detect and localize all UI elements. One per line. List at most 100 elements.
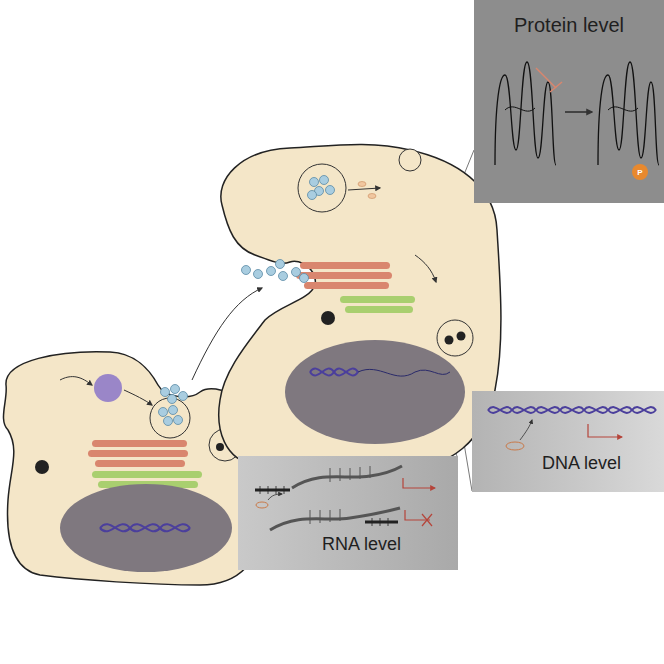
svg-path — [358, 369, 450, 376]
svg-ellipse — [506, 442, 524, 450]
svg-path — [403, 478, 435, 488]
svg-line — [260, 486, 261, 494]
svg-line — [388, 518, 389, 526]
svg-line — [422, 514, 432, 526]
svg-line — [370, 466, 371, 478]
svg-g — [159, 385, 188, 426]
svg-path — [100, 524, 190, 531]
svg-line — [330, 510, 331, 522]
svg-line — [422, 514, 432, 526]
svg-circle — [300, 274, 309, 283]
svg-path — [488, 407, 656, 413]
svg-circle — [298, 164, 346, 212]
svg-line — [340, 468, 341, 481]
svg-path — [520, 420, 532, 440]
recipient-cell — [219, 144, 501, 468]
svg-ellipse — [368, 194, 376, 199]
svg-path — [348, 188, 380, 190]
svg-rect — [472, 391, 664, 492]
svg-path — [598, 62, 659, 165]
svg-line — [380, 518, 381, 526]
svg-circle — [437, 320, 473, 356]
rna-level-panel: RNA level — [238, 456, 458, 570]
svg-circle — [399, 149, 421, 171]
svg-circle — [242, 266, 251, 275]
exosomes — [242, 260, 288, 281]
svg-line — [565, 111, 592, 112]
svg-path — [219, 144, 501, 468]
phospho-label: P — [637, 168, 642, 177]
svg-g — [330, 466, 370, 482]
svg-circle — [445, 336, 454, 345]
svg-circle — [308, 191, 317, 200]
svg-path — [270, 508, 400, 530]
svg-circle — [276, 260, 285, 269]
panel-title: DNA level — [542, 453, 621, 474]
svg-line — [284, 486, 285, 494]
svg-rect — [92, 471, 202, 478]
svg-circle — [169, 406, 178, 415]
dna-panel — [472, 391, 664, 492]
svg-rect — [345, 306, 413, 313]
svg-path — [505, 107, 535, 111]
svg-path — [415, 255, 436, 282]
svg-rect — [296, 272, 392, 279]
svg-circle — [161, 388, 170, 397]
svg-ellipse — [358, 182, 366, 187]
svg-circle — [171, 385, 180, 394]
svg-circle — [150, 398, 190, 438]
protein-level-panel: Protein level — [474, 0, 664, 203]
svg-line — [365, 521, 398, 524]
svg-line — [372, 518, 373, 526]
svg-line — [320, 510, 321, 523]
svg-g — [372, 518, 388, 526]
svg-path — [310, 369, 358, 376]
svg-g — [310, 509, 340, 524]
panel-title: Protein level — [514, 14, 624, 37]
svg-ellipse — [285, 340, 465, 444]
svg-line — [350, 468, 351, 480]
svg-g — [296, 262, 392, 289]
svg-g — [340, 296, 415, 313]
svg-ellipse — [60, 484, 232, 572]
svg-circle — [254, 270, 263, 279]
svg-circle — [457, 332, 466, 341]
svg-path — [488, 407, 656, 413]
svg-line — [276, 486, 277, 494]
svg-path — [310, 369, 358, 376]
svg-rect — [300, 262, 390, 269]
svg-rect — [88, 450, 188, 457]
svg-line — [360, 467, 361, 479]
svg-circle — [279, 272, 288, 281]
svg-circle — [310, 178, 319, 187]
svg-circle — [292, 268, 301, 277]
svg-rect — [474, 0, 664, 203]
svg-rect — [238, 456, 458, 570]
protein-panel — [474, 0, 664, 203]
svg-circle — [35, 460, 49, 474]
svg-ellipse — [256, 502, 268, 508]
panel-title: RNA level — [322, 534, 401, 555]
svg-path — [100, 524, 190, 531]
svg-circle — [159, 408, 168, 417]
svg-circle — [326, 186, 335, 195]
svg-g — [292, 268, 309, 283]
svg-rect — [304, 282, 389, 289]
svg-circle — [94, 374, 122, 402]
svg-path — [495, 62, 556, 165]
svg-g — [358, 182, 376, 199]
svg-circle — [179, 392, 188, 401]
svg-line — [310, 510, 311, 524]
rna-panel — [238, 456, 458, 570]
svg-line — [536, 68, 556, 88]
svg-line — [550, 82, 562, 92]
svg-circle — [321, 311, 335, 325]
svg-path — [588, 424, 622, 437]
svg-circle — [168, 395, 177, 404]
svg-circle — [174, 416, 183, 425]
svg-line — [330, 468, 331, 482]
svg-path — [268, 494, 282, 500]
svg-rect — [92, 440, 187, 447]
svg-circle — [164, 417, 173, 426]
